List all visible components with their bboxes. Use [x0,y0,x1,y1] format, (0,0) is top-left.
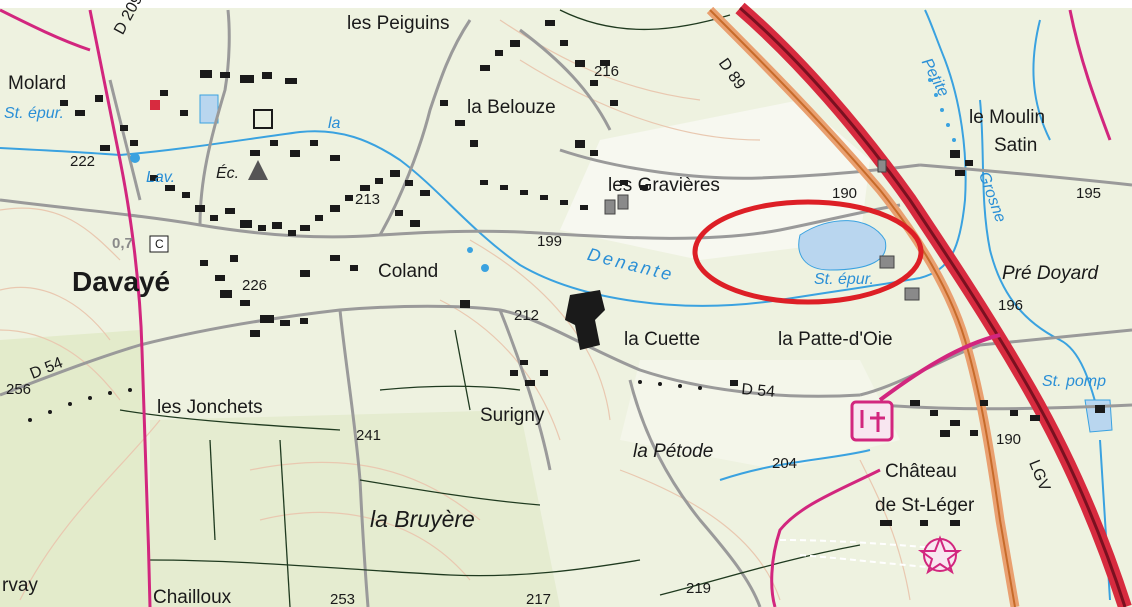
place-vray: rvay [2,575,38,596]
white-border-top [0,0,1132,8]
road-label-d54-east: D 54 [740,381,776,401]
place-de-st-leger: de St-Léger [875,495,975,516]
water-label-st-epur-west: St. épur. [4,105,64,122]
place-les-peiguins: les Peiguins [347,13,450,34]
place-la-bruyere: la Bruyère [370,506,475,532]
buildings [60,20,1105,526]
elevation-256: 256 [6,381,32,398]
place-les-gravieres: les Gravières [608,175,720,196]
open-field [620,360,900,470]
place-surigny: Surigny [480,405,545,426]
star-symbol [917,535,963,575]
elevation-217: 217 [526,591,552,607]
grey-structures [604,159,920,301]
d54-east-link [878,333,1001,402]
place-la-belouze: la Belouze [467,97,556,118]
elevation-241: 241 [356,427,382,444]
place-pre-doyard: Pré Doyard [1002,263,1099,284]
place-chailloux: Chailloux [153,587,232,607]
place-la-cuette: la Cuette [624,329,701,350]
commune-boundaries [0,8,1112,607]
place-la-patte-doie: la Patte-d'Oie [778,329,893,350]
place-le-moulin: le Moulin [969,107,1046,128]
water-label-lav: Lav. [146,169,176,186]
red-building [150,100,160,110]
highlight-circle [692,199,924,305]
open-field [560,100,870,260]
elevation-213: 213 [355,191,381,208]
elevation-204: 204 [772,455,798,472]
elevation-222: 222 [70,153,96,170]
st-epur-basin-east [798,220,887,271]
elevation-190-bottom: 190 [996,431,1022,448]
white-footpaths [779,539,961,569]
stream-point [481,264,489,272]
elevation-226: 226 [242,277,268,294]
chateau-pictogram [860,410,885,432]
elevation-219: 219 [686,580,712,597]
place-coland: Coland [378,261,439,282]
elevation-216: 216 [594,63,620,80]
water-label-la: la [328,115,341,132]
local-roads [0,9,1132,607]
place-chateau: Château [885,461,957,482]
chateau-symbol [850,400,894,442]
water-label-st-pomp: St. pomp [1042,373,1107,390]
ecole-symbol [248,160,268,180]
elevation-199: 199 [537,233,563,250]
road-d89-core [709,9,1016,607]
vineyard-area [0,330,150,607]
elevation-196: 196 [998,297,1024,314]
water-label-st-epur-east: St. épur. [814,271,874,288]
tracks [119,9,861,607]
label-c-box: C [155,237,164,251]
elevation-190-top: 190 [832,185,858,202]
vineyard-area [150,410,560,607]
c-box [149,235,169,253]
dotted-boundaries [28,380,702,422]
lgv-railway-centre [739,6,1127,607]
place-molard: Molard [8,73,67,94]
place-satin: Satin [994,135,1038,156]
elevation-253: 253 [330,591,356,607]
elevation-195: 195 [1076,185,1102,202]
place-la-petode: la Pétode [633,441,714,462]
label-grey-value: 0,7 [112,235,133,252]
place-les-jonchets: les Jonchets [157,397,263,418]
elevation-212: 212 [514,307,540,324]
label-ecole: Éc. [216,165,240,182]
place-davaye: Davayé [72,266,171,297]
hollow-building [253,109,273,129]
lavoir-symbol [130,153,140,163]
